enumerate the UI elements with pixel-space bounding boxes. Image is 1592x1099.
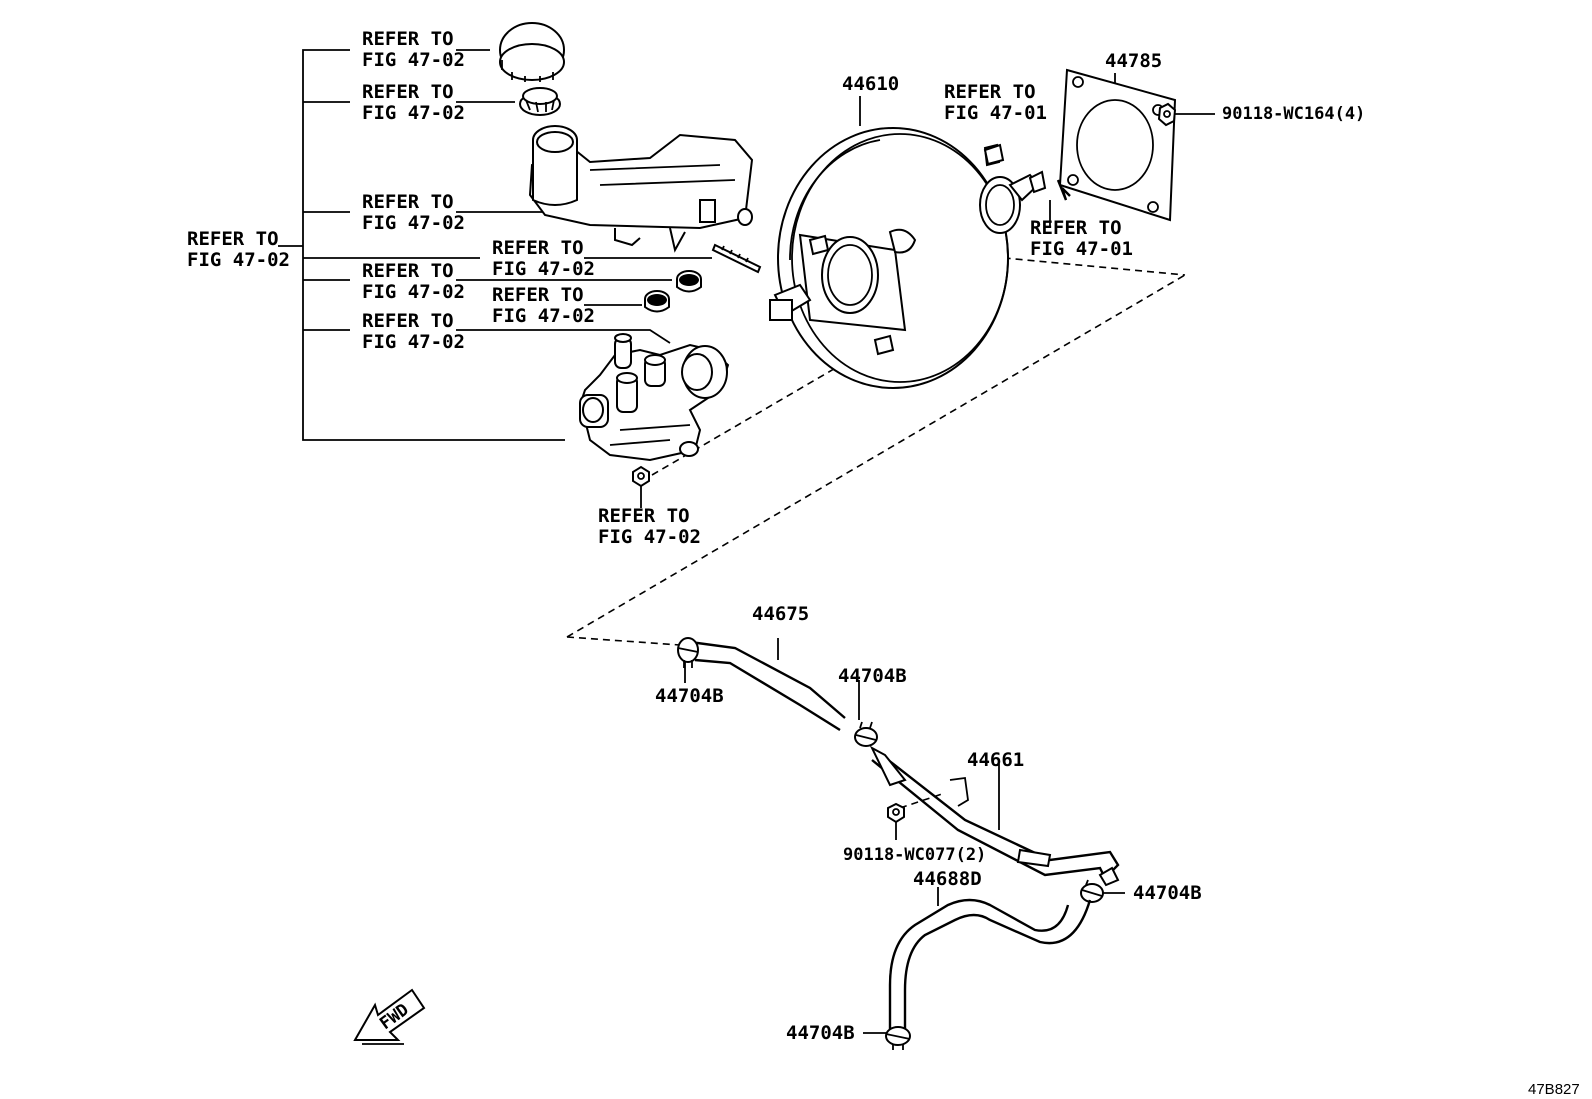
label-grommet-a: REFER TO FIG 47-02 [362,260,465,303]
figure-id: 47B827 [1528,1081,1580,1098]
gasket-icon [1058,68,1177,222]
vacuum-pipe-icon [869,745,1120,887]
refer-bracket [278,49,565,441]
label-nut: REFER TO FIG 47-02 [598,505,701,548]
label-grommet-b: REFER TO FIG 47-02 [492,284,595,327]
strainer-icon [519,87,561,116]
part-number-clamp-a: 44704B [655,685,724,707]
part-number-pipe-nut: 90118-WC077(2) [843,845,986,865]
grommet-icon [676,270,702,293]
vacuum-hose-upper-icon [689,640,846,732]
svg-text:FIG 47-02: FIG 47-02 [492,258,595,280]
svg-text:REFER TO: REFER TO [598,505,690,527]
label-clip: REFER TO FIG 47-01 [1030,217,1133,260]
label-group: REFER TO FIG 47-02 [187,228,290,271]
part-number-clamp-d: 44704B [786,1022,855,1044]
stud-bolt-icon [983,143,1005,166]
svg-text:REFER TO: REFER TO [362,260,454,282]
svg-text:FIG 47-02: FIG 47-02 [598,526,701,548]
grommet-icon [644,290,670,313]
label-reservoir: REFER TO FIG 47-02 [362,191,465,234]
svg-text:FIG 47-02: FIG 47-02 [187,249,290,271]
svg-text:FIG 47-01: FIG 47-01 [1030,238,1133,260]
part-number-clamp-c: 44704B [1133,882,1202,904]
hose-clamp-icon [677,637,699,668]
svg-text:FIG 47-01: FIG 47-01 [944,102,1047,124]
svg-text:FIG 47-02: FIG 47-02 [492,305,595,327]
label-cylinder: REFER TO FIG 47-02 [362,310,465,353]
svg-text:FIG 47-02: FIG 47-02 [362,212,465,234]
brake-booster-icon [769,127,1047,389]
part-number-gasket: 44785 [1105,50,1162,72]
alignment-dashes [566,249,1186,809]
label-cap: REFER TO FIG 47-02 [362,28,465,71]
reservoir-cap-icon [499,22,565,82]
gasket-nut-icon [1157,102,1177,127]
svg-text:REFER TO: REFER TO [492,284,584,306]
svg-text:FIG 47-02: FIG 47-02 [362,49,465,71]
svg-text:FIG 47-02: FIG 47-02 [362,102,465,124]
reservoir-tank-icon [528,125,754,253]
label-leaders [456,49,1215,1034]
part-number-gasket-nut: 90118-WC164(4) [1222,104,1365,124]
svg-text:REFER TO: REFER TO [362,28,454,50]
vacuum-hose-lower-icon [888,898,1092,1030]
svg-text:REFER TO: REFER TO [1030,217,1122,239]
svg-text:REFER TO: REFER TO [362,81,454,103]
hose-clamp-icon [885,1026,911,1050]
master-cylinder-icon [578,333,730,462]
part-number-hose-upper: 44675 [752,603,809,625]
label-pin: REFER TO FIG 47-02 [492,237,595,280]
hose-clamp-icon [854,721,878,747]
svg-text:REFER TO: REFER TO [362,191,454,213]
part-number-clamp-b: 44704B [838,665,907,687]
hose-clamp-icon [1080,879,1104,903]
part-number-hose-lower: 44688D [913,868,982,890]
svg-text:REFER TO: REFER TO [492,237,584,259]
fwd-arrow-icon: FWD [353,988,426,1045]
pipe-nut-icon [887,802,905,824]
nut-icon [632,465,650,488]
part-number-booster: 44610 [842,73,899,95]
part-number-pipe: 44661 [967,749,1024,771]
svg-text:REFER TO: REFER TO [187,228,279,250]
label-strainer: REFER TO FIG 47-02 [362,81,465,124]
label-clevis: REFER TO FIG 47-01 [944,81,1047,124]
svg-text:REFER TO: REFER TO [944,81,1036,103]
clip-icon [1056,179,1071,201]
svg-text:REFER TO: REFER TO [362,310,454,332]
svg-text:FIG 47-02: FIG 47-02 [362,281,465,303]
pin-icon [711,243,762,274]
svg-text:FIG 47-02: FIG 47-02 [362,331,465,353]
